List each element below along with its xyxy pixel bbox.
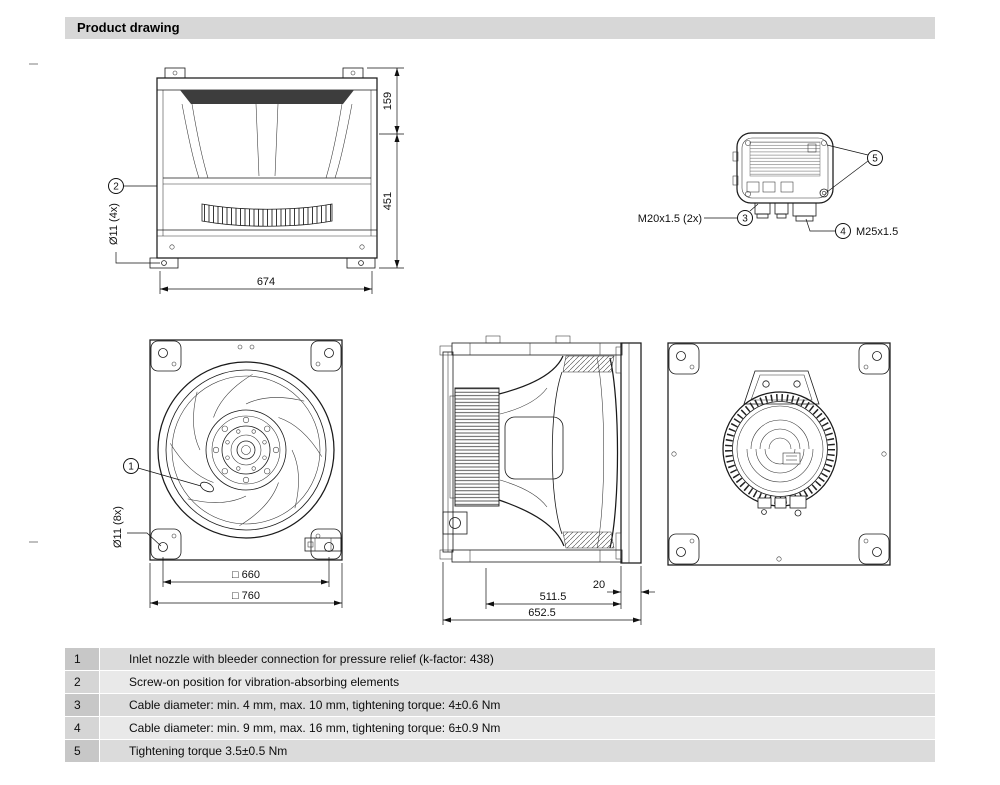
section-header-bar: Product drawing xyxy=(65,17,935,39)
callout-1-number: 1 xyxy=(128,462,134,473)
hole-label-8x: Ø11 (8x) xyxy=(112,506,124,548)
legend-item-text: Tightening torque 3.5±0.5 Nm xyxy=(100,740,935,762)
dim-451: 451 xyxy=(382,192,394,210)
terminal-box-detail-drawing: 5 M20x1.5 (2x) 3 4 M25x1.5 xyxy=(638,132,898,239)
legend-row: 5 Tightening torque 3.5±0.5 Nm xyxy=(65,740,935,762)
legend-item-text: Cable diameter: min. 4 mm, max. 10 mm, t… xyxy=(100,694,935,716)
legend-item-number: 3 xyxy=(65,694,99,716)
front-view-drawing: 1 Ø11 (8x) □ 660 □ 760 xyxy=(112,339,343,608)
legend-item-number: 5 xyxy=(65,740,99,762)
dim-674: 674 xyxy=(257,276,275,288)
callout-5-number: 5 xyxy=(872,154,878,165)
legend-table: 1 Inlet nozzle with bleeder connection f… xyxy=(65,648,935,763)
legend-row: 2 Screw-on position for vibration-absorb… xyxy=(65,671,935,693)
rear-view-drawing xyxy=(667,342,891,566)
fold-mark xyxy=(29,63,38,65)
legend-item-text: Inlet nozzle with bleeder connection for… xyxy=(100,648,935,670)
depth-view-drawing: 20 511.5 652.5 xyxy=(439,335,655,625)
legend-item-number: 2 xyxy=(65,671,99,693)
callout-5: 5 xyxy=(826,144,883,193)
callout-2: 2 xyxy=(108,178,157,194)
legend-item-number: 4 xyxy=(65,717,99,739)
dim-652-5: 652.5 xyxy=(528,607,556,619)
callout-3-number: 3 xyxy=(742,214,748,225)
dim-20: 20 xyxy=(593,579,605,591)
page-title: Product drawing xyxy=(77,20,180,35)
callout-2-number: 2 xyxy=(113,182,119,193)
legend-item-number: 1 xyxy=(65,648,99,670)
dim-square-660: □ 660 xyxy=(232,569,260,581)
legend-item-text: Screw-on position for vibration-absorbin… xyxy=(100,671,935,693)
gland-label-m25: M25x1.5 xyxy=(856,226,898,238)
legend-item-text: Cable diameter: min. 9 mm, max. 16 mm, t… xyxy=(100,717,935,739)
legend-row: 4 Cable diameter: min. 9 mm, max. 16 mm,… xyxy=(65,717,935,739)
dim-159: 159 xyxy=(382,92,394,110)
dim-511-5: 511.5 xyxy=(540,591,567,603)
callout-1: 1 xyxy=(123,458,202,487)
callout-3: 3 xyxy=(704,203,759,226)
dim-square-760: □ 760 xyxy=(232,590,260,602)
hole-label-4x: Ø11 (4x) xyxy=(108,203,120,245)
legend-row: 3 Cable diameter: min. 4 mm, max. 10 mm,… xyxy=(65,694,935,716)
fold-mark xyxy=(29,541,38,543)
callout-4-number: 4 xyxy=(840,227,846,238)
gland-label-m20: M20x1.5 (2x) xyxy=(638,213,702,225)
legend-row: 1 Inlet nozzle with bleeder connection f… xyxy=(65,648,935,670)
side-view-drawing: 159 451 674 2 Ø11 (4x) xyxy=(108,67,404,294)
callout-4: 4 xyxy=(805,218,851,239)
